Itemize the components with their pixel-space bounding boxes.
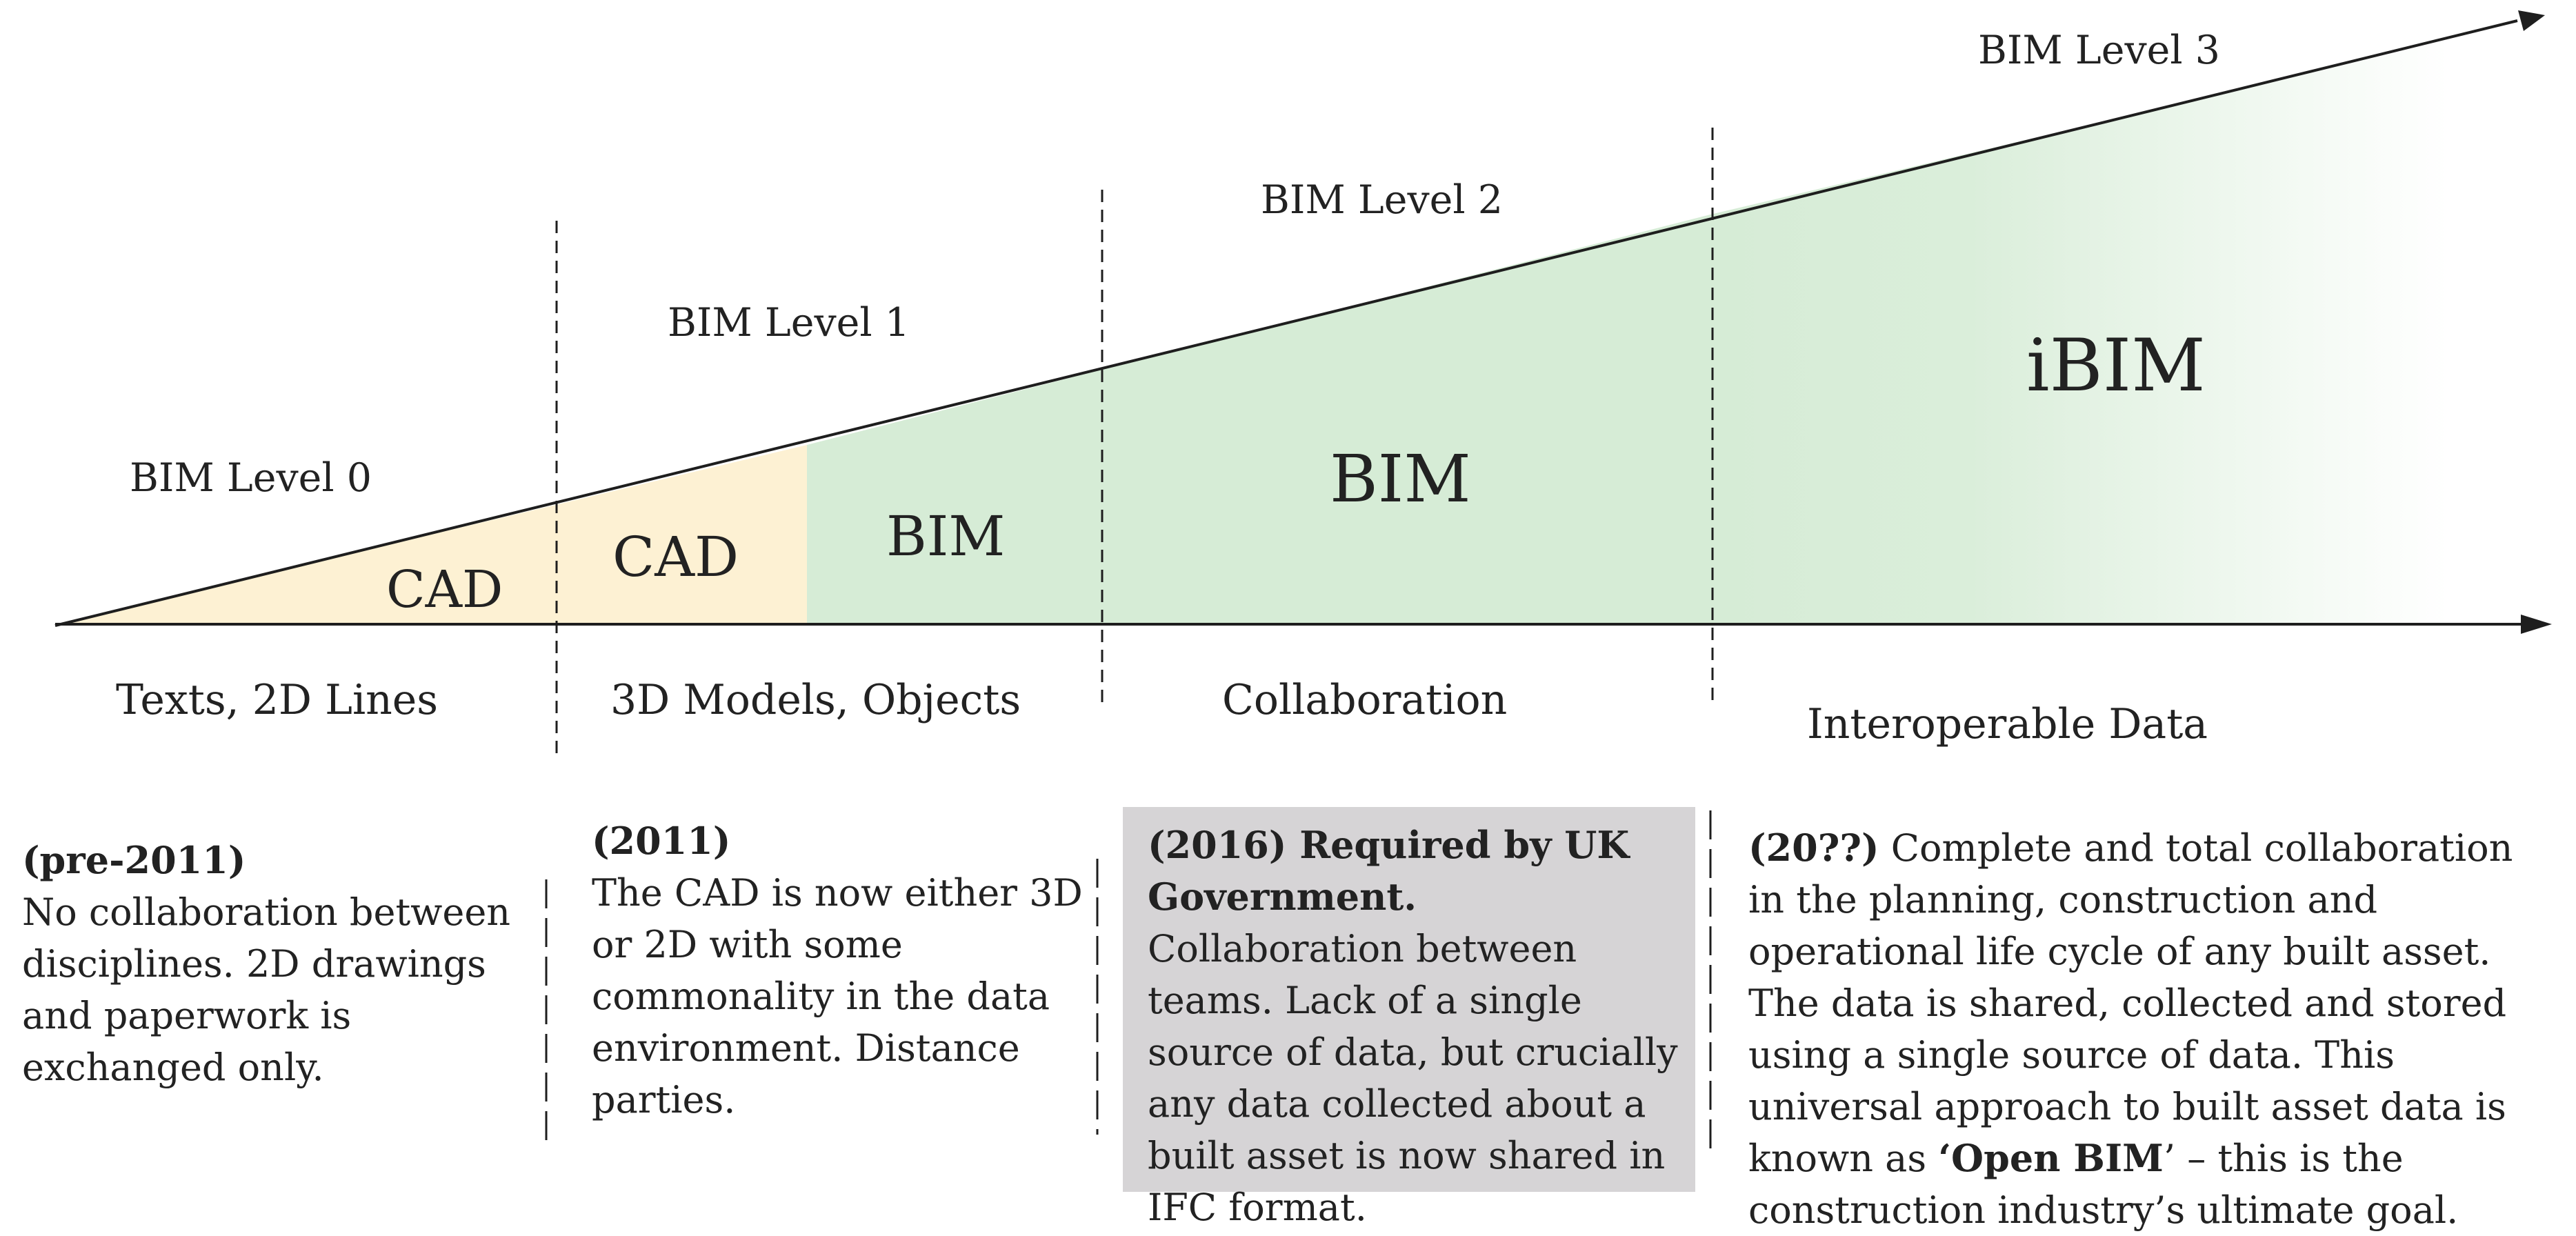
description-2011: (2011) The CAD is now either 3D or 2D wi… (592, 815, 1088, 1126)
description-text-before: Complete and total collaboration in the … (1748, 826, 2513, 1180)
time-axis-arrowhead (2521, 615, 2552, 634)
description-date: (pre-2011) (22, 838, 246, 882)
level-3-label: BIM Level 3 (1978, 28, 2221, 73)
ibim-region (1710, 40, 2448, 624)
description-date: (2011) (592, 819, 731, 863)
description-date: (2016) Required by UK Government. (1148, 823, 1630, 919)
description-text: No collaboration between disciplines. 2D… (22, 890, 511, 1089)
description-text: The CAD is now either 3D or 2D with some… (592, 871, 1083, 1122)
cad-level-1-tag: CAD (612, 525, 739, 589)
progression-arrow (54, 19, 2518, 627)
level-0-label: BIM Level 0 (130, 455, 372, 501)
bim-level-2-tag: BIM (1330, 441, 1471, 517)
progression-arrowhead (2518, 10, 2545, 31)
category-3d-models-objects: 3D Models, Objects (610, 676, 1021, 724)
level-2-label: BIM Level 2 (1261, 177, 1504, 223)
category-interoperable-data: Interoperable Data (1807, 700, 2208, 748)
ibim-level-3-tag: iBIM (2026, 323, 2206, 408)
description-2016-highlight: (2016) Required by UK Government. Collab… (1123, 807, 1695, 1229)
description-text: Collaboration between teams. Lack of a s… (1148, 927, 1678, 1229)
open-bim-term: ‘Open BIM (1938, 1136, 2164, 1180)
bim-level-1-tag: BIM (886, 504, 1006, 568)
bim-levels-diagram (54, 10, 2552, 1148)
category-collaboration: Collaboration (1222, 676, 1508, 724)
category-texts-2d-lines: Texts, 2D Lines (116, 676, 439, 724)
level-1-label: BIM Level 1 (668, 300, 910, 346)
description-pre-2011: (pre-2011) No collaboration between disc… (22, 835, 519, 1093)
description-20xx: (20??) Complete and total collaboration … (1748, 822, 2555, 1236)
cad-level-0-tag: CAD (386, 560, 503, 619)
description-date: (20??) (1748, 826, 1879, 870)
bim-region (807, 215, 1710, 624)
